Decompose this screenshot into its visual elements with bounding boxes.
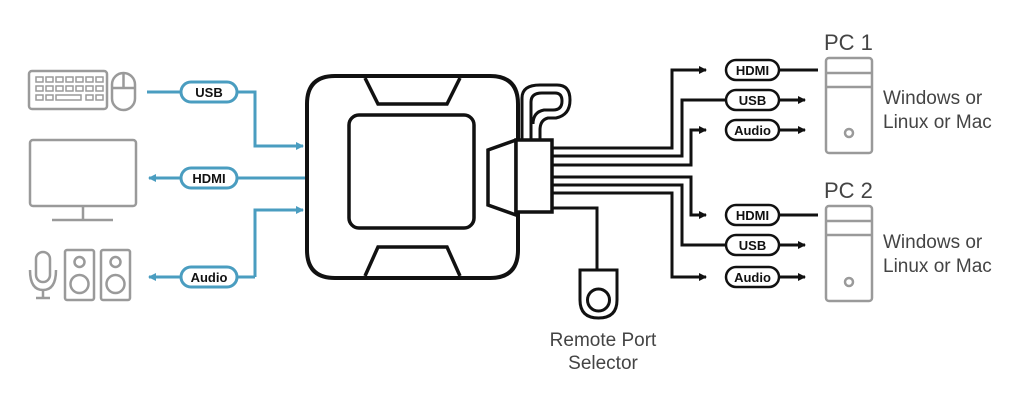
pc2-title: PC 2: [824, 178, 873, 203]
pc1-usb-label: USB: [724, 88, 781, 112]
pc2-hdmi-cable: [552, 175, 707, 219]
remote-port-selector-icon: [578, 268, 619, 320]
pc2-os-line2: Linux or Mac: [883, 256, 992, 277]
monitor-icon: [28, 138, 138, 222]
console-usb-label: USB: [179, 80, 239, 104]
pc2-os-line1: Windows or: [883, 232, 983, 253]
svg-text:Audio: Audio: [191, 270, 228, 285]
pc1-os-line2: Linux or Mac: [883, 112, 992, 133]
microphone-icon: [28, 250, 58, 300]
svg-text:HDMI: HDMI: [736, 63, 769, 78]
pc2-tower-icon: [824, 204, 874, 303]
svg-text:Audio: Audio: [734, 123, 771, 138]
pc2-usb-cable: [552, 183, 726, 247]
speaker-left-icon: [63, 248, 96, 302]
pc1-hdmi-cable: [552, 66, 707, 150]
svg-text:Audio: Audio: [734, 270, 771, 285]
console-hdmi-label: HDMI: [179, 166, 239, 190]
pc1-title: PC 1: [824, 30, 873, 55]
svg-text:HDMI: HDMI: [736, 208, 769, 223]
svg-text:HDMI: HDMI: [192, 171, 225, 186]
console-audio-cable-in: [253, 206, 304, 277]
kvm-switch-device: [305, 74, 572, 280]
pc2-audio-cable: [552, 191, 707, 281]
mouse-icon: [110, 71, 137, 112]
svg-text:USB: USB: [739, 238, 766, 253]
remote-label-line2: Selector: [568, 353, 638, 374]
pc2-usb-label: USB: [724, 233, 781, 257]
pc1-audio-cable: [552, 126, 707, 167]
console-audio-label: Audio: [179, 265, 239, 289]
pc2-audio-label: Audio: [724, 265, 781, 289]
pc2-hdmi-label: HDMI: [724, 203, 781, 227]
svg-text:USB: USB: [195, 85, 222, 100]
speaker-right-icon: [99, 248, 132, 302]
remote-cable: [552, 206, 599, 270]
pc1-os-line1: Windows or: [883, 88, 983, 109]
keyboard-icon: [27, 69, 109, 111]
pc1-audio-label: Audio: [724, 118, 781, 142]
remote-label-line1: Remote Port: [550, 330, 657, 351]
pc1-tower-icon: [824, 56, 874, 155]
svg-text:USB: USB: [739, 93, 766, 108]
pc1-usb-cable: [552, 98, 726, 158]
pc1-hdmi-label: HDMI: [724, 58, 781, 82]
